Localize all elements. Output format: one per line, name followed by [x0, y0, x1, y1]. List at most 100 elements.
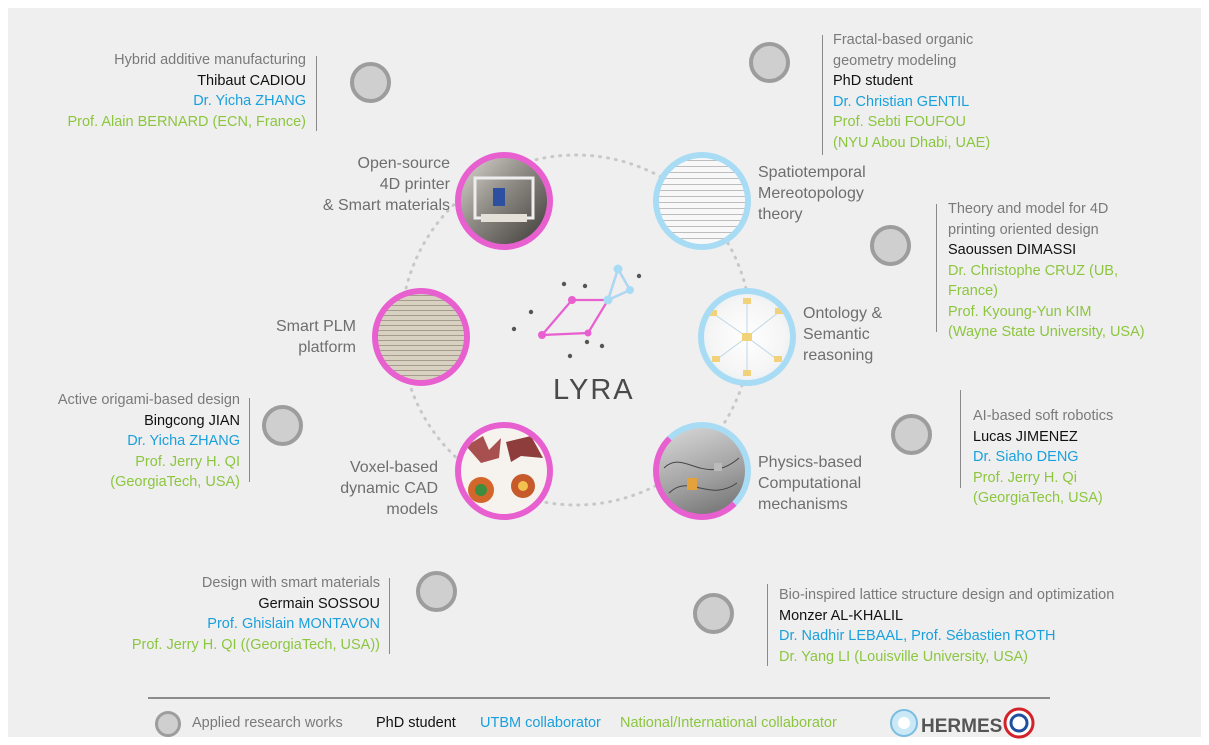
- applied-work-ring-icon: [870, 225, 911, 266]
- work-fractal-title2: geometry modeling: [833, 52, 957, 69]
- topic-ontology-line3: reasoning: [803, 347, 874, 364]
- university-logo-inner: [1009, 713, 1029, 733]
- work-theory-national4: (Wayne State University, USA): [948, 324, 1145, 340]
- ontology-graph-icon: [709, 298, 783, 376]
- work-fractal-national2: (NYU Abou Dhabi, UAE): [833, 134, 991, 151]
- work-theory: Theory and model for 4D printing oriente…: [948, 199, 1145, 343]
- work-theory-student: Saoussen DIMASSI: [948, 242, 1077, 258]
- work-lattice: Bio-inspired lattice structure design an…: [779, 585, 1114, 667]
- work-theory-title2: printing oriented design: [948, 221, 1099, 238]
- partner-logos: HERMES: [890, 707, 1035, 739]
- topic-physics-line1: Physics-based: [758, 454, 863, 471]
- topic-printer-line2: 4D printer: [379, 176, 450, 193]
- applied-work-ring-icon: [749, 42, 790, 83]
- work-smart-utbm: Prof. Ghislain MONTAVON: [207, 616, 380, 632]
- topic-printer: Open-source 4D printer & Smart materials: [298, 153, 450, 216]
- topic-voxel-line2: dynamic CAD: [340, 480, 438, 497]
- legend-divider: [148, 697, 1050, 699]
- work-smart-student: Germain SOSSOU: [258, 595, 380, 612]
- lyra-label: LYRA: [553, 374, 635, 406]
- work-robotics-utbm: Dr. Siaho DENG: [973, 449, 1079, 465]
- legend-applied: Applied research works: [192, 715, 343, 731]
- work-fractal-national1: Prof. Sebti FOUFOU: [833, 114, 966, 130]
- work-origami-national2: (GeorgiaTech, USA): [110, 474, 240, 490]
- topic-voxel: Voxel-based dynamic CAD models: [298, 457, 438, 520]
- printer-icon: [473, 176, 535, 222]
- legend-ring-icon: [155, 711, 181, 737]
- topic-voxel-line3: models: [386, 501, 438, 518]
- topic-voxel-line1: Voxel-based: [349, 459, 438, 476]
- work-hybrid-utbm: Dr. Yicha ZHANG: [193, 93, 306, 109]
- divider-theory: [936, 204, 937, 332]
- divider-hybrid: [316, 56, 317, 131]
- topic-physics-line3: mechanisms: [758, 496, 848, 513]
- node-physics-image: [653, 422, 751, 520]
- legend-national: National/International collaborator: [620, 715, 837, 731]
- topic-mereotopology-line3: theory: [758, 206, 803, 223]
- topic-mereotopology-line1: Spatiotemporal: [758, 164, 866, 181]
- work-hybrid-title: Hybrid additive manufacturing: [114, 52, 306, 68]
- topic-printer-line3: & Smart materials: [322, 197, 450, 214]
- work-smart-title: Design with smart materials: [201, 575, 380, 591]
- work-theory-national3: Prof. Kyoung-Yun KIM: [948, 303, 1092, 320]
- background-panel: [8, 8, 1201, 737]
- work-fractal-student: PhD student: [833, 73, 913, 89]
- work-theory-national1: Dr. Christophe CRUZ (UB,: [948, 262, 1119, 279]
- work-fractal-title1: Fractal-based organic: [833, 32, 974, 48]
- work-hybrid-national: Prof. Alain BERNARD (ECN, France): [67, 113, 306, 130]
- work-robotics: AI-based soft robotics Lucas JIMENEZ Dr.…: [973, 406, 1113, 509]
- work-hybrid: Hybrid additive manufacturing Thibaut CA…: [40, 50, 306, 132]
- work-lattice-title: Bio-inspired lattice structure design an…: [779, 587, 1115, 603]
- work-robotics-national2: (GeorgiaTech, USA): [973, 490, 1103, 506]
- topic-printer-line1: Open-source: [357, 155, 451, 172]
- applied-work-ring-icon: [262, 405, 303, 446]
- node-plm-image: [372, 288, 470, 386]
- topic-plm-line2: platform: [298, 339, 356, 356]
- lab-logo-inner: [898, 717, 910, 729]
- work-origami-student: Bingcong JIAN: [144, 412, 240, 429]
- topic-mereotopology: Spatiotemporal Mereotopology theory: [758, 162, 866, 225]
- topic-ontology-line2: Semantic: [803, 326, 870, 343]
- university-logo-icon: [1003, 707, 1035, 739]
- physics-mesh-icon: [663, 457, 740, 494]
- divider-origami: [249, 398, 250, 482]
- topic-ontology: Ontology & Semantic reasoning: [803, 303, 882, 366]
- work-origami: Active origami-based design Bingcong JIA…: [20, 390, 240, 493]
- topic-ontology-line1: Ontology &: [803, 305, 883, 322]
- legend-utbm: UTBM collaborator: [480, 715, 601, 731]
- topic-mereotopology-line2: Mereotopology: [758, 185, 864, 202]
- topic-physics-line2: Computational: [758, 475, 862, 492]
- lyra-constellation-icon: [511, 264, 642, 359]
- work-hybrid-student: Thibaut CADIOU: [197, 72, 306, 89]
- work-theory-national2: France): [948, 283, 998, 299]
- node-voxel-image: [455, 422, 553, 520]
- work-lattice-student: Monzer AL-KHALIL: [779, 607, 904, 624]
- work-lattice-utbm: Dr. Nadhir LEBAAL, Prof. Sébastien ROTH: [779, 628, 1056, 644]
- node-ontology-image: [698, 288, 796, 386]
- applied-work-ring-icon: [891, 414, 932, 455]
- topic-physics: Physics-based Computational mechanisms: [758, 452, 862, 515]
- work-fractal: Fractal-based organic geometry modeling …: [833, 30, 990, 153]
- hermes-logo-text: HERMES: [921, 716, 1002, 737]
- divider-lattice: [767, 584, 768, 666]
- topic-plm: Smart PLM platform: [228, 316, 356, 358]
- applied-work-ring-icon: [693, 593, 734, 634]
- voxel-shapes-icon: [466, 436, 543, 503]
- applied-work-ring-icon: [416, 571, 457, 612]
- work-theory-title1: Theory and model for 4D: [948, 201, 1109, 217]
- applied-work-ring-icon: [350, 62, 391, 103]
- work-smart: Design with smart materials Germain SOSS…: [50, 573, 380, 655]
- divider-smart: [389, 578, 390, 654]
- work-robotics-student: Lucas JIMENEZ: [973, 428, 1078, 445]
- work-origami-national1: Prof. Jerry H. QI: [135, 453, 240, 470]
- work-fractal-utbm: Dr. Christian GENTIL: [833, 93, 970, 110]
- node-mereotopology-image: [653, 152, 751, 250]
- work-origami-utbm: Dr. Yicha ZHANG: [127, 433, 240, 449]
- work-origami-title: Active origami-based design: [57, 392, 240, 408]
- topic-plm-line1: Smart PLM: [275, 318, 356, 335]
- work-smart-national: Prof. Jerry H. QI ((GeorgiaTech, USA)): [131, 636, 380, 653]
- work-robotics-national1: Prof. Jerry H. Qi: [973, 469, 1077, 486]
- divider-robotics: [960, 390, 961, 488]
- legend-phd: PhD student: [376, 715, 456, 731]
